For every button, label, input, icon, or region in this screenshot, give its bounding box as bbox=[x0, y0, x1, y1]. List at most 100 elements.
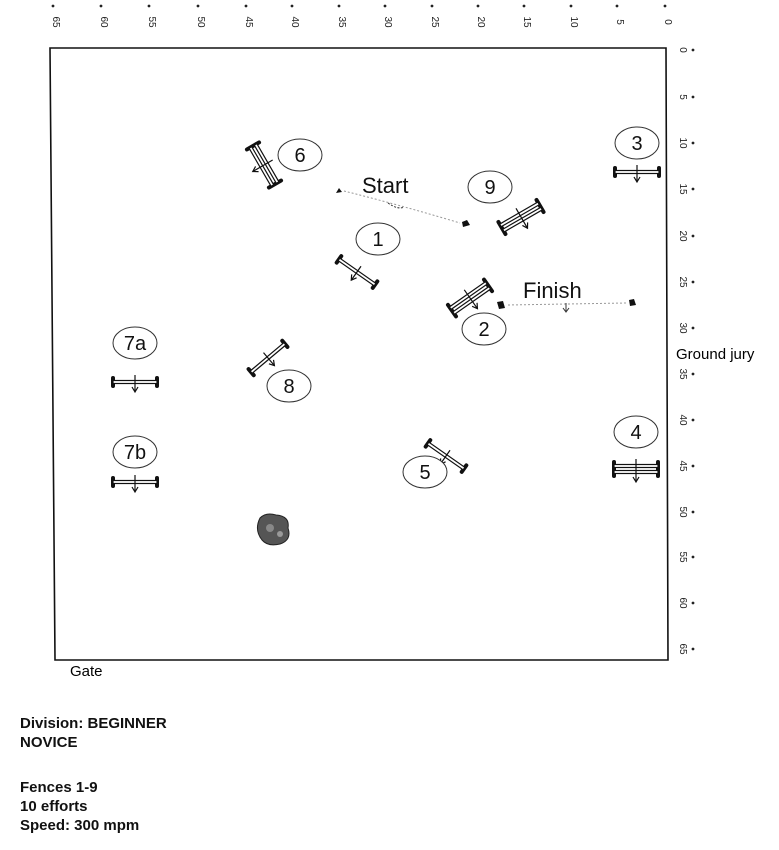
scale-dot bbox=[691, 95, 695, 99]
bush-obstacle bbox=[256, 513, 290, 546]
top-scale-tick: 45 bbox=[243, 16, 254, 28]
right-scale-tick: 15 bbox=[677, 183, 688, 195]
scale-dot bbox=[691, 234, 695, 238]
svg-text:4: 4 bbox=[630, 422, 641, 444]
top-scale-tick: 40 bbox=[289, 16, 300, 28]
scale-dot bbox=[691, 555, 695, 559]
scale-dot bbox=[290, 4, 294, 8]
svg-text:7b: 7b bbox=[124, 442, 146, 464]
effort-count: 10 efforts bbox=[20, 798, 88, 815]
fence-number-5: 5 bbox=[402, 455, 448, 489]
right-scale-tick: 35 bbox=[677, 368, 688, 380]
scale-dot bbox=[522, 4, 526, 8]
svg-text:3: 3 bbox=[631, 133, 642, 155]
right-distance-scale: 0 5 10 15 20 25 30 35 40 45 50 55 60 65 bbox=[677, 47, 695, 655]
scale-dot bbox=[147, 4, 151, 8]
finish-line bbox=[497, 299, 636, 313]
right-scale-tick: 5 bbox=[677, 94, 688, 100]
right-scale-tick: 0 bbox=[677, 47, 688, 53]
scale-dot bbox=[691, 464, 695, 468]
svg-text:6: 6 bbox=[294, 145, 305, 167]
fence-3 bbox=[613, 165, 661, 184]
fence-number-4: 4 bbox=[613, 415, 659, 449]
fence-number-7a: 7a bbox=[112, 326, 158, 360]
svg-text:9: 9 bbox=[484, 177, 495, 199]
right-scale-tick: 20 bbox=[677, 230, 688, 242]
scale-dot bbox=[337, 4, 341, 8]
right-scale-tick: 60 bbox=[677, 597, 688, 609]
gate-label: Gate bbox=[70, 663, 103, 680]
svg-text:7a: 7a bbox=[124, 333, 147, 355]
fences: 1 2 3 4 5 6 7a 7b 8 9 bbox=[111, 126, 661, 494]
right-scale-tick: 65 bbox=[677, 643, 688, 655]
right-scale-tick: 30 bbox=[677, 322, 688, 334]
scale-dot bbox=[99, 4, 103, 8]
fence-1 bbox=[334, 254, 380, 290]
fence-number-1: 1 bbox=[355, 222, 401, 256]
fence-number-6: 6 bbox=[277, 138, 323, 172]
scale-dot bbox=[691, 510, 695, 514]
top-scale-tick: 25 bbox=[429, 16, 440, 28]
svg-text:5: 5 bbox=[419, 462, 430, 484]
top-scale-tick: 10 bbox=[568, 16, 579, 28]
scale-dot bbox=[51, 4, 55, 8]
scale-dot bbox=[615, 4, 619, 8]
scale-dot bbox=[430, 4, 434, 8]
fence-count: Fences 1-9 bbox=[20, 779, 98, 796]
scale-dot bbox=[691, 601, 695, 605]
fence-7a bbox=[111, 375, 159, 394]
scale-dot bbox=[691, 647, 695, 651]
right-scale-tick: 55 bbox=[677, 551, 688, 563]
fence-number-9: 9 bbox=[467, 170, 513, 204]
fence-number-3: 3 bbox=[614, 126, 660, 160]
start-line bbox=[336, 188, 470, 227]
speed-text: Speed: 300 mpm bbox=[20, 817, 140, 834]
svg-text:2: 2 bbox=[478, 319, 489, 341]
fence-8 bbox=[246, 338, 290, 378]
top-scale-tick: 35 bbox=[336, 16, 347, 28]
right-scale-tick: 10 bbox=[677, 137, 688, 149]
fence-number-7b: 7b bbox=[112, 435, 158, 469]
course-info: Fences 1-9 10 efforts Speed: 300 mpm bbox=[20, 778, 139, 835]
fence-number-2: 2 bbox=[461, 312, 507, 346]
top-scale-tick: 65 bbox=[50, 16, 61, 28]
division-info: Division: BEGINNER NOVICE bbox=[20, 714, 167, 752]
scale-dot bbox=[691, 141, 695, 145]
right-scale-tick: 45 bbox=[677, 460, 688, 472]
scale-dot bbox=[196, 4, 200, 8]
fence-7b bbox=[111, 475, 159, 494]
ground-jury-label: Ground jury bbox=[676, 346, 755, 363]
division-line-1: Division: BEGINNER bbox=[20, 715, 167, 732]
scale-dot bbox=[383, 4, 387, 8]
top-scale-tick: 20 bbox=[475, 16, 486, 28]
start-label: Start bbox=[362, 173, 408, 198]
right-scale-tick: 25 bbox=[677, 276, 688, 288]
right-scale-tick: 50 bbox=[677, 506, 688, 518]
scale-dot bbox=[244, 4, 248, 8]
fence-4 bbox=[612, 459, 660, 484]
top-scale-tick: 55 bbox=[146, 16, 157, 28]
top-scale-tick: 30 bbox=[382, 16, 393, 28]
scale-dot bbox=[691, 48, 695, 52]
scale-dot bbox=[691, 280, 695, 284]
scale-dot bbox=[476, 4, 480, 8]
scale-dot bbox=[691, 418, 695, 422]
fence-6 bbox=[244, 140, 284, 190]
scale-dot bbox=[663, 4, 667, 8]
scale-dot bbox=[691, 372, 695, 376]
scale-dot bbox=[691, 187, 695, 191]
top-scale-tick: 15 bbox=[521, 16, 532, 28]
scale-dot bbox=[691, 326, 695, 330]
svg-text:1: 1 bbox=[372, 229, 383, 251]
finish-label: Finish bbox=[523, 278, 582, 303]
top-scale-tick: 0 bbox=[662, 19, 673, 25]
fence-2 bbox=[445, 277, 495, 319]
arena-boundary bbox=[49, 47, 669, 661]
fence-number-8: 8 bbox=[266, 369, 312, 403]
top-scale-tick: 60 bbox=[98, 16, 109, 28]
top-scale-tick: 5 bbox=[614, 19, 625, 25]
top-scale-tick: 50 bbox=[195, 16, 206, 28]
right-scale-tick: 40 bbox=[677, 414, 688, 426]
